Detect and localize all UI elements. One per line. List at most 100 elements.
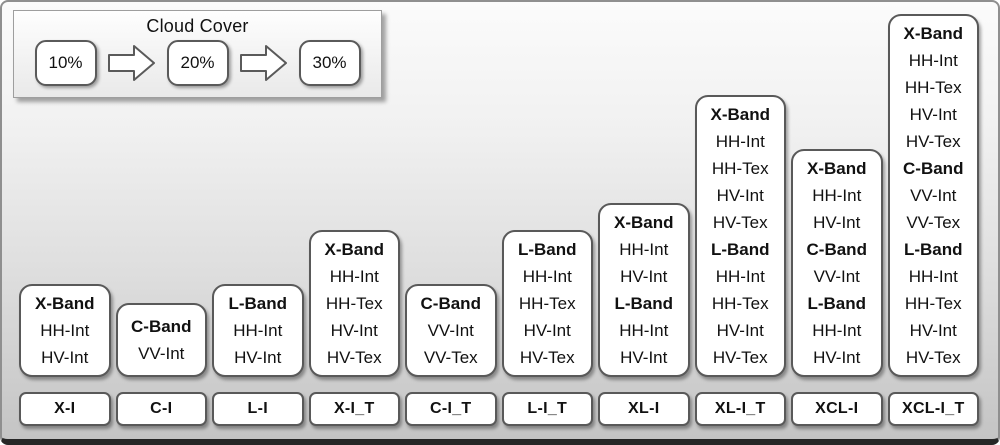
cloud-cover-step-3-value: 30% [312, 53, 347, 72]
feature-item: HV-Int [716, 186, 764, 205]
band-name: L-Band [903, 240, 963, 259]
band-name: C-Band [903, 159, 964, 178]
feature-item: VV-Tex [906, 213, 961, 232]
scenario-label: L-I [212, 392, 304, 426]
cloud-cover-step-2: 20% [166, 40, 229, 86]
feature-item: HH-Int [619, 240, 669, 259]
feature-item: HV-Tex [326, 348, 382, 367]
band-name: X-Band [324, 240, 385, 259]
feature-item: HH-Tex [904, 294, 962, 313]
feature-item: HV-Int [234, 348, 282, 367]
feature-item: HV-Int [620, 348, 668, 367]
feature-item: VV-Int [138, 344, 185, 363]
arrow-right-icon [239, 43, 288, 83]
band-name: C-Band [420, 294, 481, 313]
feature-item: HH-Tex [904, 78, 962, 97]
feature-item: VV-Int [910, 186, 957, 205]
scenario-label: L-I_T [501, 392, 593, 426]
band-name: L-Band [807, 294, 867, 313]
band-name: L-Band [228, 294, 288, 313]
band-name: X-Band [710, 105, 771, 124]
feature-item: HV-Tex [905, 132, 961, 151]
feature-item: HH-Int [715, 267, 765, 286]
feature-item: HV-Int [813, 348, 861, 367]
feature-item: HH-Tex [711, 294, 769, 313]
feature-item: HV-Tex [712, 348, 768, 367]
cloud-cover-step-2-value: 20% [180, 53, 215, 72]
scenario-label: XL-I [598, 392, 690, 426]
feature-item: HH-Int [522, 267, 572, 286]
scenario-label: XL-I_T [694, 392, 786, 426]
feature-item: HV-Int [620, 267, 668, 286]
band-name: X-Band [807, 159, 867, 178]
band-name: L-Band [710, 240, 770, 259]
cloud-cover-step-1: 10% [34, 40, 97, 86]
scenario-label: C-I_T [405, 392, 497, 426]
feature-item: HH-Int [329, 267, 379, 286]
feature-item: HV-Int [41, 348, 89, 367]
feature-item: HH-Int [233, 321, 283, 340]
band-name: L-Band [614, 294, 674, 313]
feature-item: HH-Tex [711, 159, 769, 178]
band-name: C-Band [131, 317, 192, 336]
cloud-cover-legend: Cloud Cover 10% 20% 30% [13, 10, 382, 98]
feature-item: HV-Tex [905, 348, 961, 367]
feature-item: HH-Tex [518, 294, 576, 313]
band-name: C-Band [806, 240, 867, 259]
feature-item: HH-Int [908, 267, 958, 286]
legend-steps-row: 10% 20% 30% [14, 40, 381, 86]
feature-item: HH-Int [715, 132, 765, 151]
feature-item: HV-Int [909, 321, 957, 340]
band-name: L-Band [517, 240, 577, 259]
band-name: X-Band [614, 213, 674, 232]
feature-item: HV-Int [909, 105, 957, 124]
feature-item: VV-Int [427, 321, 474, 340]
feature-item: HV-Int [716, 321, 764, 340]
feature-item: HH-Int [908, 51, 958, 70]
feature-item: HH-Int [812, 321, 862, 340]
feature-item: HH-Int [619, 321, 669, 340]
arrow-right-icon [107, 43, 156, 83]
band-name: X-Band [903, 24, 964, 43]
scenario-label: X-I [19, 392, 111, 426]
feature-item: HV-Tex [519, 348, 575, 367]
feature-item: HV-Tex [712, 213, 768, 232]
feature-item: HV-Int [523, 321, 571, 340]
scenario-label: XCL-I_T [887, 392, 979, 426]
feature-item: HH-Int [40, 321, 90, 340]
scenario-label: X-I_T [308, 392, 400, 426]
feature-item: HV-Int [813, 213, 861, 232]
scenario-label: C-I [115, 392, 207, 426]
feature-item: HH-Tex [325, 294, 383, 313]
feature-item: VV-Int [813, 267, 860, 286]
cloud-cover-step-1-value: 10% [48, 53, 83, 72]
legend-title: Cloud Cover [146, 16, 249, 36]
feature-item: HH-Int [812, 186, 862, 205]
feature-item: HV-Int [330, 321, 378, 340]
cloud-cover-step-3: 30% [298, 40, 361, 86]
scenario-label: XCL-I [791, 392, 883, 426]
band-name: X-Band [35, 294, 95, 313]
